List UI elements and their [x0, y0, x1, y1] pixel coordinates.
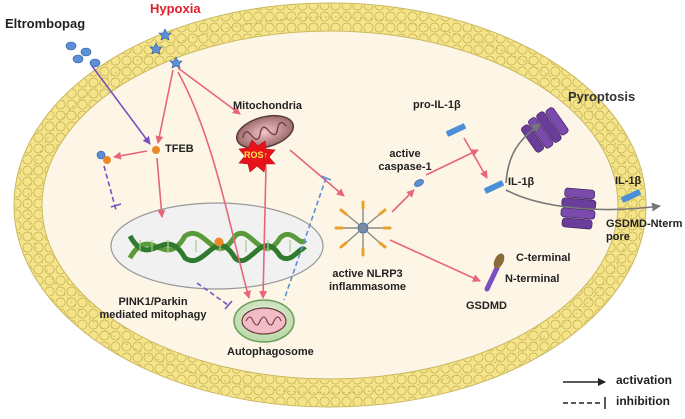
label-gsdmd-nterm-pore-line2: pore	[606, 230, 630, 243]
label-active-caspase-1-line1: active	[389, 148, 421, 160]
label-gsdmd: GSDMD	[466, 300, 507, 312]
inhibition-lines	[103, 165, 332, 310]
label-autophagosome: Autophagosome	[227, 346, 314, 358]
label-pyroptosis: Pyroptosis	[568, 89, 636, 104]
label-pink1-parkin: PINK1/Parkin mediated mitophagy	[98, 296, 208, 321]
nlrp3-inflammasome	[334, 200, 392, 257]
caspase-1-molecule	[414, 179, 424, 187]
label-nlrp3-line2: inflammasome	[328, 280, 407, 293]
gsdmd-protein	[484, 253, 505, 292]
label-tfeb: TFEB	[165, 143, 194, 155]
label-gsdmd-nterm-pore-line1: GSDMD-Nterm	[606, 218, 683, 230]
legend	[563, 378, 606, 409]
release-arrows	[505, 123, 661, 212]
nucleus	[110, 202, 324, 290]
pro-il1b-bar	[445, 123, 467, 137]
mitochondrion	[235, 114, 295, 150]
label-active-caspase-1: active caspase-1	[370, 148, 440, 173]
pore-bottom	[560, 187, 597, 230]
hypoxia-stars	[149, 28, 183, 69]
label-il1b-inner: IL-1β	[508, 176, 535, 188]
legend-activation-label: activation	[616, 373, 673, 387]
label-gsdmd-nterm-pore: GSDMD-Nterm pore	[606, 218, 682, 243]
tfeb-complex	[96, 150, 111, 164]
ros-burst	[238, 139, 276, 173]
label-nlrp3-line1: active NLRP3	[332, 268, 403, 280]
activation-arrows	[113, 67, 488, 299]
label-n-terminal: N-terminal	[505, 273, 560, 285]
label-pink1-line1: PINK1/Parkin	[118, 296, 188, 308]
il1b-outer-bar	[620, 189, 642, 203]
eltrombopag-molecules	[65, 41, 101, 68]
label-il1b-outer: IL-1β	[615, 175, 642, 187]
label-active-nlrp3-inflammasome: active NLRP3 inflammasome	[325, 268, 410, 293]
label-eltrombopag: Eltrombopag	[5, 16, 86, 31]
label-c-terminal: C-terminal	[516, 252, 571, 264]
legend-inhibition-label: inhibition	[616, 394, 670, 408]
label-mitochondria: Mitochondria	[233, 100, 303, 112]
tfeb-in-nucleus	[214, 237, 224, 247]
arrow-eltrombopag-tfeb	[91, 65, 151, 145]
cell-membrane	[13, 2, 647, 408]
label-pro-il1b: pro-IL-1β	[413, 99, 461, 111]
label-active-caspase-1-line2: caspase-1	[378, 160, 432, 173]
tfeb-dot	[152, 146, 160, 154]
il1b-inner-bar	[483, 180, 505, 194]
autophagosome	[233, 299, 295, 343]
label-hypoxia: Hypoxia	[150, 1, 201, 16]
label-ros: ROS↑	[244, 150, 269, 160]
label-pink1-line2: mediated mitophagy	[99, 308, 207, 321]
